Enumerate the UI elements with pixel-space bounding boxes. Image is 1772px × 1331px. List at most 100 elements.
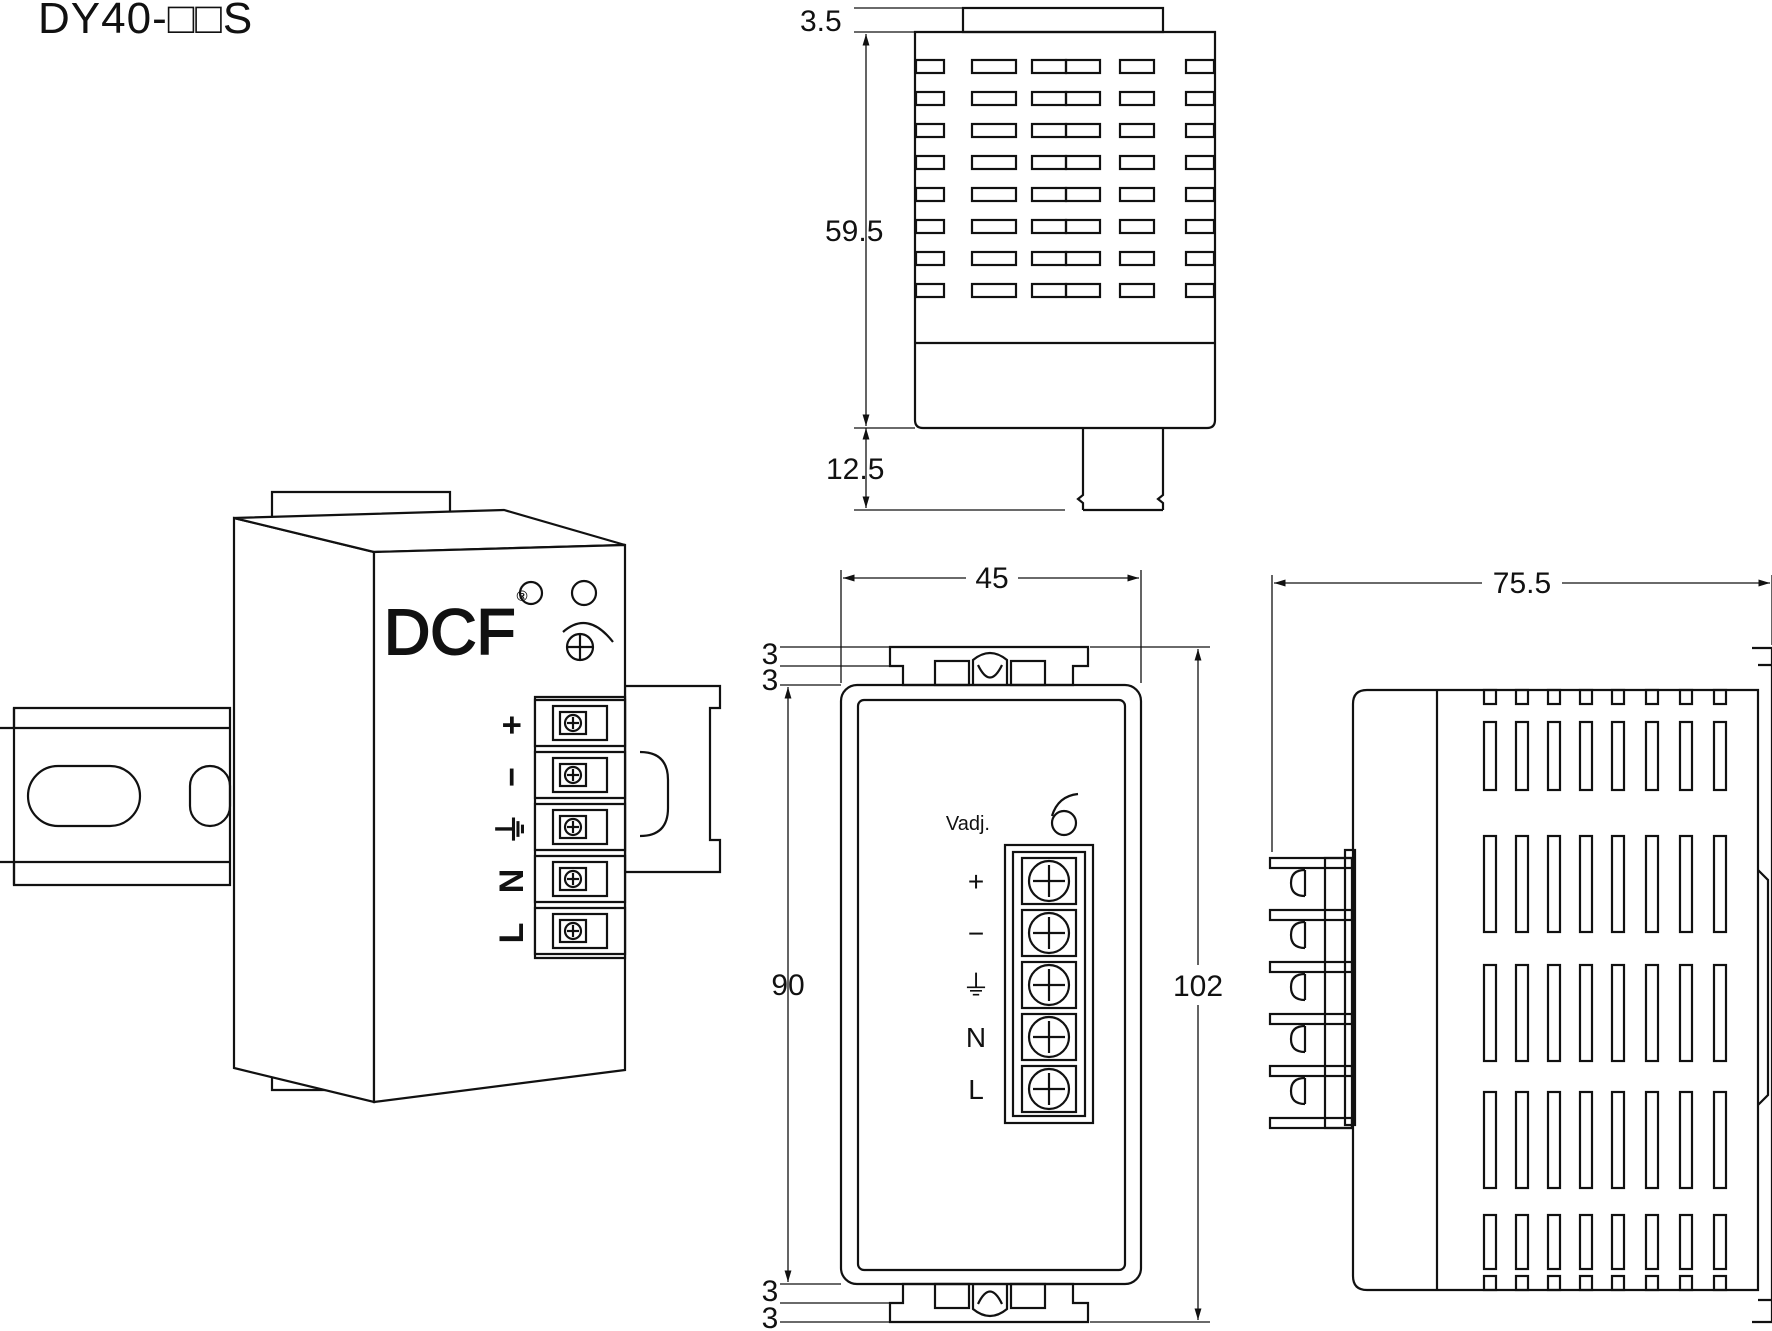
vent-slot xyxy=(1184,90,1216,107)
terminal-label: L xyxy=(968,1074,984,1105)
vent-slot xyxy=(1712,963,1728,1063)
vent-slot xyxy=(1064,218,1102,235)
vent-slot xyxy=(1578,1213,1594,1271)
vent-slot xyxy=(970,122,1018,139)
vent-slot xyxy=(1482,1090,1498,1190)
vent-slot xyxy=(914,250,946,267)
vent-slot xyxy=(914,90,946,107)
vent-slot xyxy=(1644,1213,1660,1271)
vent-slot xyxy=(1030,218,1068,235)
vent-slot xyxy=(1578,720,1594,792)
vent-slot xyxy=(1644,720,1660,792)
terminal-screw-icon xyxy=(563,921,583,941)
vent-slot xyxy=(1184,154,1216,171)
vent-slot xyxy=(1482,834,1498,934)
dim-flange-3: 3 xyxy=(762,1275,779,1308)
module-front-face xyxy=(372,543,627,1104)
vent-slot xyxy=(1030,90,1068,107)
vent-slot xyxy=(1546,1090,1562,1190)
vent-slot xyxy=(1064,122,1102,139)
vent-slot xyxy=(1712,1213,1728,1271)
vent-slot xyxy=(1030,186,1068,203)
top-clip xyxy=(961,6,1165,34)
brand-logo: DCF xyxy=(384,596,516,668)
rail-slot xyxy=(26,764,142,828)
perspective-terminal-block: + − ⏚ N L xyxy=(493,695,627,960)
terminal-label: − xyxy=(968,918,984,949)
dim-top-offset: 3.5 xyxy=(800,5,842,38)
terminal-label: N xyxy=(493,869,531,894)
dim-flange-4: 3 xyxy=(762,1302,779,1331)
perspective-view: DCF ® +−⏚NL xyxy=(0,490,722,1104)
vent-slot xyxy=(1030,250,1068,267)
top-view: 3.5 59.5 12.5 xyxy=(800,5,1217,512)
vent-slot xyxy=(1712,1090,1728,1190)
terminal-label: ⏚ xyxy=(493,812,531,846)
vent-slot xyxy=(970,186,1018,203)
terminal-label: N xyxy=(966,1022,986,1053)
terminal-screw-icon xyxy=(563,713,583,733)
vent-slot xyxy=(1064,154,1102,171)
vent-slot xyxy=(1064,282,1102,299)
vent-slot xyxy=(1514,1090,1530,1190)
dim-inner-height: 90 xyxy=(771,969,804,1002)
status-led-icon xyxy=(570,579,598,607)
terminal-label: + xyxy=(493,715,531,735)
vent-slot xyxy=(1184,186,1216,203)
vadj-label: Vadj. xyxy=(946,813,990,835)
top-body xyxy=(913,30,1217,430)
vent-slot xyxy=(914,122,946,139)
terminal-screw-icon xyxy=(1027,859,1071,903)
terminal-screw-icon xyxy=(1027,1015,1071,1059)
vent-slot xyxy=(1184,58,1216,75)
vent-slot xyxy=(1610,963,1626,1063)
vent-slot xyxy=(914,282,946,299)
vent-slot xyxy=(1546,1213,1562,1271)
side-body xyxy=(1351,688,1760,1292)
vent-slot xyxy=(1712,834,1728,934)
vent-slot xyxy=(1064,90,1102,107)
dim-body-height: 59.5 xyxy=(825,215,883,248)
side-terminal-block xyxy=(1268,856,1354,1130)
vent-slot xyxy=(1514,720,1530,792)
vent-slot xyxy=(970,218,1018,235)
terminal-screw-icon xyxy=(563,869,583,889)
vent-slot xyxy=(1514,1213,1530,1271)
vent-slot xyxy=(1678,963,1694,1063)
vent-slot xyxy=(1030,154,1068,171)
vent-slot xyxy=(1482,963,1498,1063)
vent-slot xyxy=(970,58,1018,75)
terminal-label: L xyxy=(493,923,531,944)
vent-slot xyxy=(1578,1090,1594,1190)
vent-slot xyxy=(1184,282,1216,299)
vent-slot xyxy=(1610,720,1626,792)
vent-slot xyxy=(1610,1213,1626,1271)
dim-flange-1: 3 xyxy=(762,638,779,671)
vent-slot xyxy=(1712,720,1728,792)
terminal-screw-icon xyxy=(1027,963,1071,1007)
vent-slot xyxy=(970,90,1018,107)
terminal-label: − xyxy=(493,767,531,787)
vent-slot xyxy=(970,282,1018,299)
vent-slot xyxy=(1610,1090,1626,1190)
top-vent-grid xyxy=(914,58,1216,299)
vent-slot xyxy=(1546,720,1562,792)
side-view: 75.5 xyxy=(1268,565,1772,1324)
side-vent-grid xyxy=(1482,688,1728,1292)
vent-slot xyxy=(1184,218,1216,235)
vent-slot xyxy=(1610,834,1626,934)
vent-slot xyxy=(1678,1213,1694,1271)
vent-slot xyxy=(1644,1090,1660,1190)
dim-rail-depth: 12.5 xyxy=(826,453,884,486)
terminal-screw-icon xyxy=(1027,911,1071,955)
vent-slot xyxy=(1030,58,1068,75)
vent-slot xyxy=(1546,963,1562,1063)
vent-slot xyxy=(1118,282,1156,299)
vent-slot xyxy=(1578,834,1594,934)
vent-slot xyxy=(1514,834,1530,934)
front-terminal-block: +−⏚NL xyxy=(962,843,1095,1125)
vent-slot xyxy=(1064,186,1102,203)
vent-slot xyxy=(1118,250,1156,267)
dim-width: 45 xyxy=(975,562,1008,595)
